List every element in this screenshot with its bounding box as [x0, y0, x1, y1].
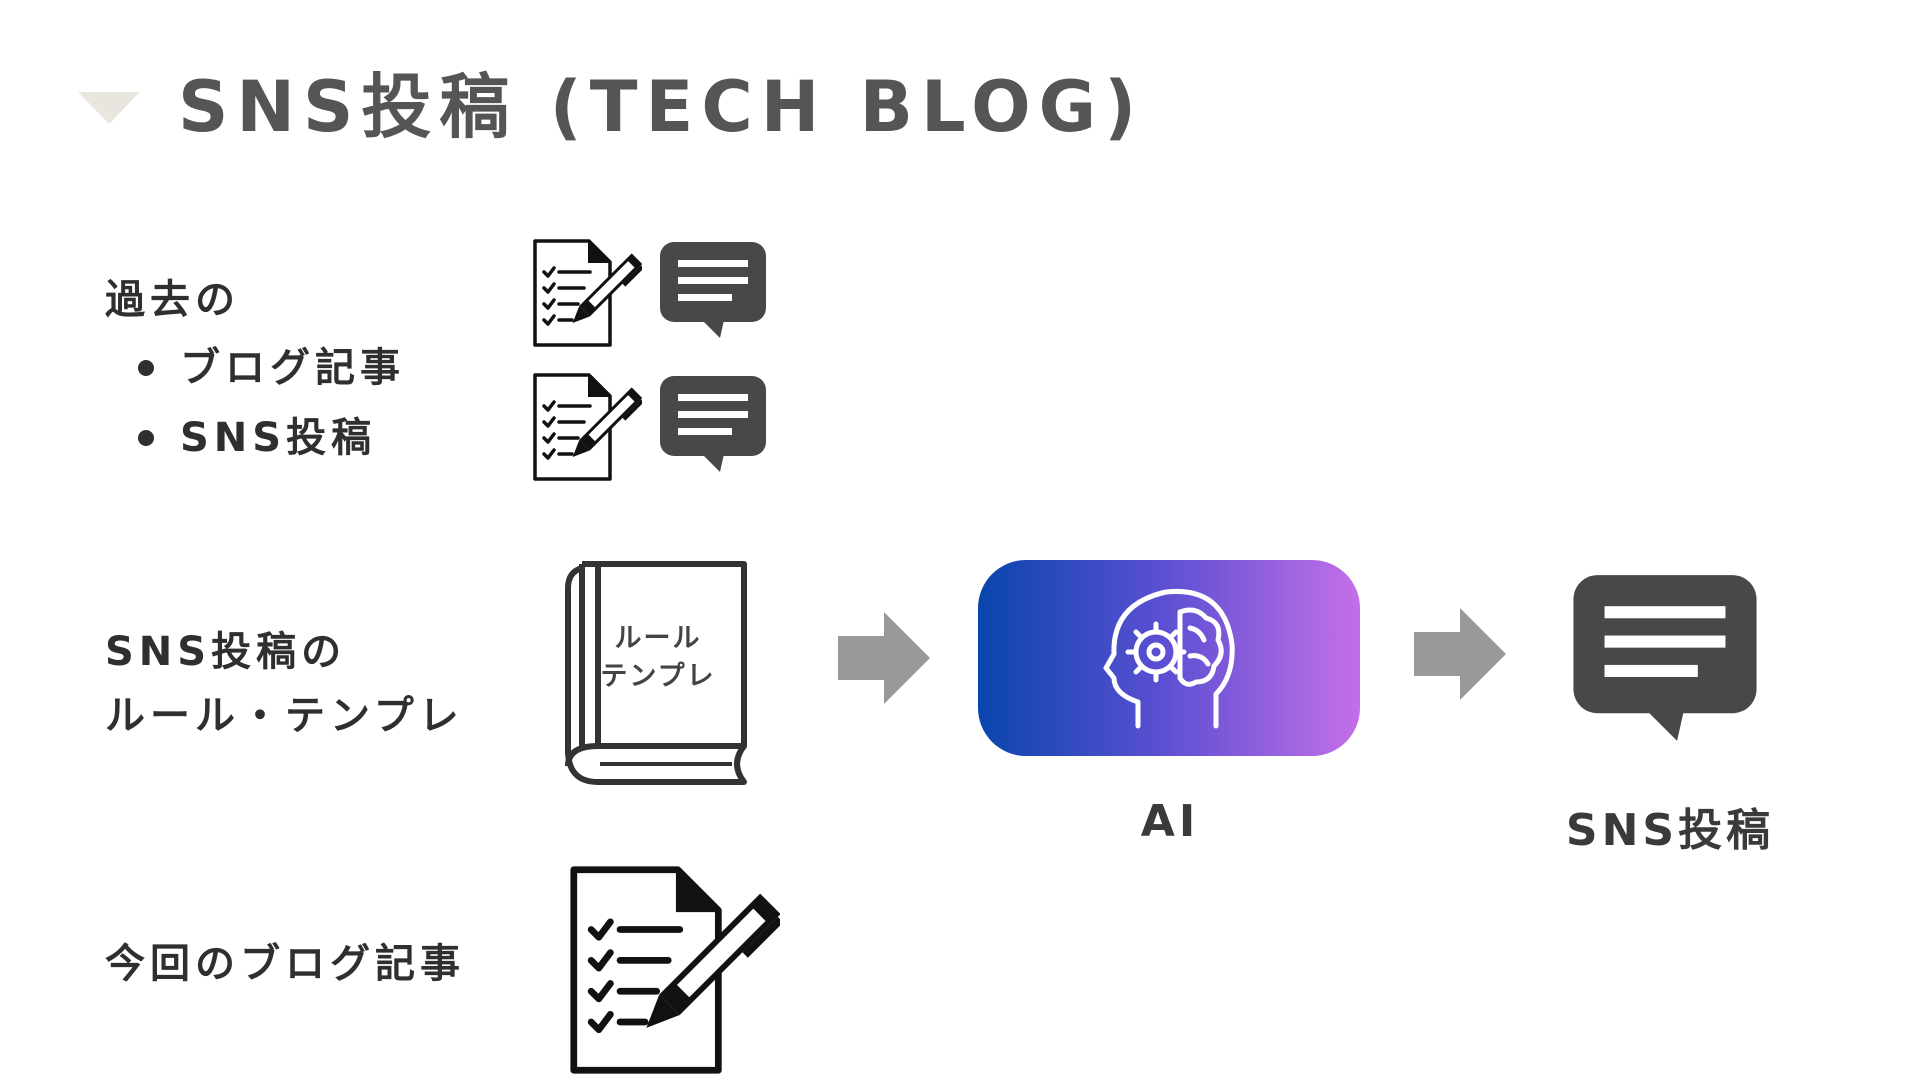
bullet-icon	[138, 430, 154, 446]
arrow-right-icon	[838, 612, 930, 704]
rules-line1: SNS投稿の	[105, 629, 347, 675]
past-item-label: ブログ記事	[180, 345, 405, 391]
bullet-icon	[138, 360, 154, 376]
output-label: SNS投稿	[1565, 805, 1775, 856]
book-line1: ルール	[614, 623, 702, 654]
current-blog-label: 今回のブログ記事	[105, 941, 465, 987]
past-item-sns: SNS投稿	[138, 414, 376, 462]
arrow-right-icon	[1414, 608, 1506, 700]
chat-bubble-icon	[658, 374, 768, 474]
book-text: ルール テンプレ	[578, 620, 738, 696]
title-triangle-icon	[78, 92, 140, 124]
past-heading: 過去の	[105, 277, 240, 323]
rules-line2: ルール・テンプレ	[105, 693, 464, 739]
page-title: SNS投稿 (TECH BLOG)	[178, 66, 1145, 148]
book-line2: テンプレ	[600, 661, 716, 692]
document-pen-icon	[532, 372, 642, 482]
chat-bubble-icon	[1570, 570, 1760, 746]
chat-bubble-icon	[658, 240, 768, 340]
document-pen-icon	[532, 238, 642, 348]
past-item-label: SNS投稿	[180, 415, 377, 461]
document-pen-icon	[568, 864, 780, 1076]
book-icon	[565, 561, 747, 785]
ai-label: AI	[1140, 796, 1200, 847]
past-item-blog: ブログ記事	[138, 344, 405, 392]
ai-head-icon	[1103, 588, 1235, 729]
